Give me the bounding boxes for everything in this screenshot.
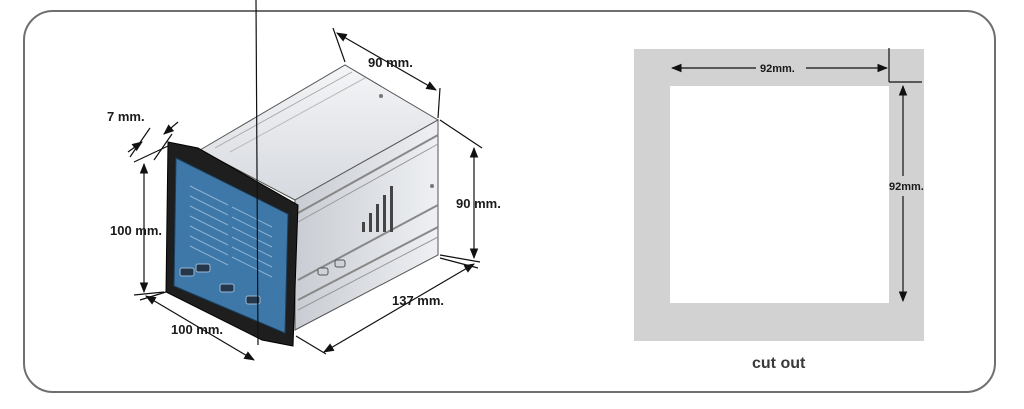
cutout-caption: cut out (752, 355, 806, 372)
vent-slots-icon (362, 186, 393, 232)
cutout-height-label: 92mm. (889, 181, 924, 193)
cutout-width-label: 92mm. (760, 63, 795, 75)
body-height-label: 90 mm. (456, 196, 501, 211)
front-height-label: 100 mm. (110, 223, 162, 238)
cutout-drawing (634, 48, 924, 341)
front-panel-leds (189, 185, 273, 278)
front-width-label: 100 mm. (171, 322, 223, 337)
body-depth-label: 137 mm. (392, 293, 444, 308)
device-dimension-lines (127, 0, 483, 361)
bezel-thickness-label: 7 mm. (107, 109, 145, 124)
body-width-label: 90 mm. (368, 55, 413, 70)
